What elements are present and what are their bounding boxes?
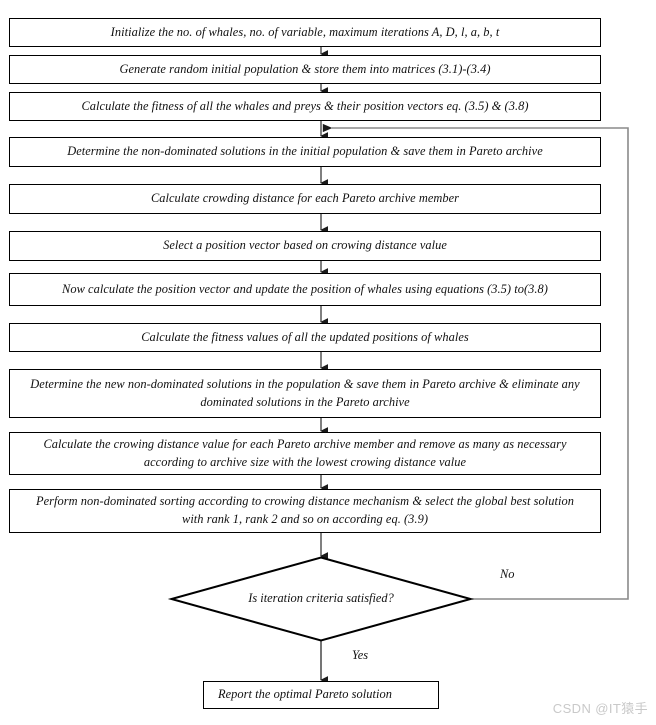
watermark: CSDN @IT猿手 [552, 701, 648, 716]
edge-label-no: No [500, 567, 514, 582]
terminator-node-label: Report the optimal Pareto solution [218, 687, 393, 702]
process-node-6[interactable]: Select a position vector based on crowin… [9, 231, 601, 261]
process-node-3[interactable]: Calculate the fitness of all the whales … [9, 92, 601, 121]
process-node-9[interactable]: Determine the new non-dominated solution… [9, 369, 601, 418]
process-node-1-label: Initialize the no. of whales, no. of var… [110, 24, 500, 39]
decision-node-label: Is iteration criteria satisfied? [248, 591, 394, 606]
process-node-10[interactable]: Calculate the crowing distance value for… [9, 432, 601, 475]
process-node-3-label: Calculate the fitness of all the whales … [81, 98, 529, 113]
process-node-10-label: Calculate the crowing distance value for… [43, 436, 567, 469]
process-node-11[interactable]: Perform non-dominated sorting according … [9, 489, 601, 533]
process-node-6-label: Select a position vector based on crowin… [163, 238, 447, 253]
decision-node-iteration-criteria[interactable]: Is iteration criteria satisfied? [167, 556, 475, 642]
process-node-8[interactable]: Calculate the fitness values of all the … [9, 323, 601, 352]
edge-label-yes: Yes [352, 648, 368, 663]
process-node-4[interactable]: Determine the non-dominated solutions in… [9, 137, 601, 167]
process-node-7[interactable]: Now calculate the position vector and up… [9, 273, 601, 306]
decision-diamond-shape [167, 556, 475, 642]
process-node-1[interactable]: Initialize the no. of whales, no. of var… [9, 18, 601, 47]
edge-label-no-text: No [500, 567, 515, 581]
process-node-7-label: Now calculate the position vector and up… [62, 281, 548, 296]
process-node-9-label: Determine the new non-dominated solution… [30, 376, 580, 409]
process-node-5[interactable]: Calculate crowding distance for each Par… [9, 184, 601, 214]
edge-label-yes-text: Yes [352, 648, 369, 662]
process-node-4-label: Determine the non-dominated solutions in… [67, 144, 543, 159]
terminator-node-report[interactable]: Report the optimal Pareto solution [203, 681, 439, 709]
process-node-11-label: Perform non-dominated sorting according … [36, 494, 574, 526]
process-node-8-label: Calculate the fitness values of all the … [141, 329, 469, 344]
process-node-5-label: Calculate crowding distance for each Par… [150, 191, 460, 206]
process-node-2[interactable]: Generate random initial population & sto… [9, 55, 601, 84]
process-node-2-label: Generate random initial population & sto… [119, 61, 491, 76]
